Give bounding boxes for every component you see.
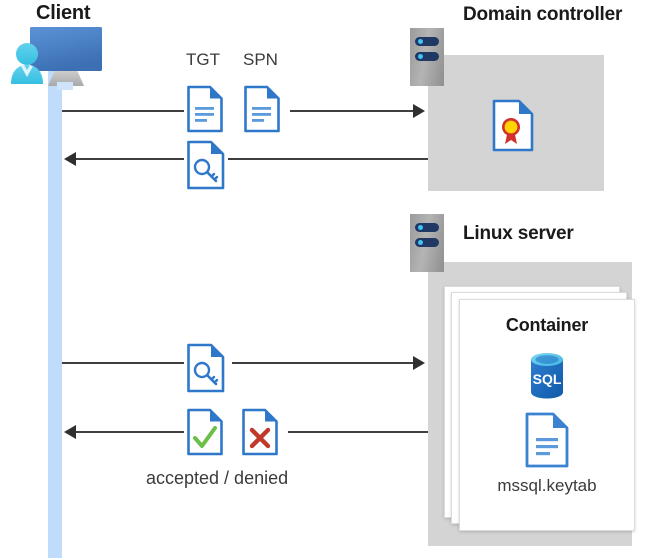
client-monitor-user-icon (8, 24, 118, 92)
denied-document-icon (241, 408, 279, 456)
flow-4-line-right (288, 431, 428, 433)
key-document-icon-flow-3 (186, 343, 226, 393)
flow-1-line-right (290, 110, 413, 112)
domain-controller-label: Domain controller (463, 4, 623, 25)
key-document-icon-flow-2 (186, 140, 226, 190)
keytab-file-label: mssql.keytab (497, 476, 597, 495)
flow-2-line-left (76, 158, 184, 160)
flow-4-line-left (76, 431, 184, 433)
keytab-document-icon (524, 412, 570, 468)
rack-bar (415, 37, 439, 46)
flow-2-arrowhead-left (64, 152, 76, 166)
rack-bar (415, 238, 439, 247)
server-rack-icon-linux-server (410, 214, 444, 272)
text-document-icon-tgt (186, 85, 224, 133)
accepted-denied-caption: accepted / denied (146, 468, 289, 488)
rack-led-icon (418, 54, 423, 59)
flow-3-line-left (62, 362, 184, 364)
flow-1-arrowhead-right (413, 104, 425, 118)
client-lifeline (48, 60, 62, 558)
rack-bar (415, 223, 439, 232)
sql-database-icon: SQL (520, 348, 574, 402)
rack-led-icon (418, 240, 423, 245)
container-label: Container (505, 315, 589, 335)
rack-led-icon (418, 225, 423, 230)
svg-text:SQL: SQL (533, 371, 562, 387)
rack-led-icon (418, 39, 423, 44)
linux-server-label: Linux server (463, 223, 574, 244)
rack-bar (415, 52, 439, 61)
tgt-label: TGT (186, 50, 220, 69)
accepted-document-icon (186, 408, 224, 456)
flow-3-arrowhead-right (413, 356, 425, 370)
flow-1-line-left (62, 110, 184, 112)
text-document-icon-spn (243, 85, 281, 133)
client-title-text: Client (36, 2, 91, 24)
spn-label: SPN (243, 50, 278, 69)
certificate-document-icon (492, 99, 534, 152)
container-card-front: Container SQL (459, 299, 635, 531)
server-rack-icon-domain-controller (410, 28, 444, 86)
client-label: Client (36, 2, 91, 25)
flow-4-arrowhead-left (64, 425, 76, 439)
flow-3-line-right (232, 362, 414, 364)
flow-2-line-right (228, 158, 428, 160)
